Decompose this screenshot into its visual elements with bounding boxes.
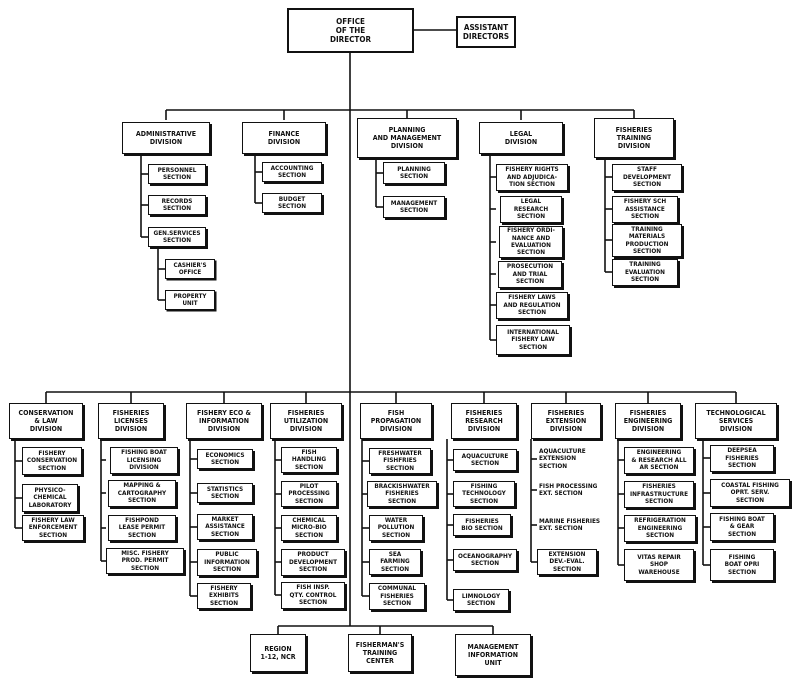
section-box: LEGAL RESEARCH SECTION	[500, 196, 562, 223]
section-box: BRACKISHWATER FISHERIES SECTION	[367, 481, 437, 507]
section-box: VITAS REPAIR SHOP WAREHOUSE	[624, 549, 694, 581]
section-box: PROSECUTION AND TRIAL SECTION	[498, 261, 562, 288]
section-box: MARINE FISHERIES EXT. SECTION	[537, 513, 617, 537]
section-box: OCEANOGRAPHY SECTION	[453, 549, 517, 571]
section-box: FISHERY LAWS AND REGULATION SECTION	[496, 292, 568, 319]
fisheries-licenses-division: FISHERIES LICENSES DIVISION	[98, 403, 164, 439]
fisheries-training-division: FISHERIES TRAINING DIVISION	[594, 118, 674, 158]
section-box: STAFF DEVELOPMENT SECTION	[612, 164, 682, 191]
section-box: FISHING BOAT & GEAR SECTION	[710, 513, 774, 541]
section-box: RECORDS SECTION	[148, 195, 206, 215]
section-box: FISHERY LAW ENFORCEMENT SECTION	[22, 515, 84, 541]
fisheries-research-division: FISHERIES RESEARCH DIVISION	[451, 403, 517, 439]
planning-management-division: PLANNING AND MANAGEMENT DIVISION	[357, 118, 457, 158]
fisheries-extension-division: FISHERIES EXTENSION DIVISION	[531, 403, 601, 439]
section-box: FRESHWATER FISHFRIES SECTION	[369, 448, 431, 474]
section-box: CASHIER'S OFFICE	[165, 259, 215, 279]
section-box: REFRIGERATION ENGINEERING SECTION	[624, 515, 696, 542]
management-information-unit-box: MANAGEMENT INFORMATION UNIT	[455, 634, 531, 676]
section-box: FISHING TECHNOLOGY SECTION	[453, 481, 515, 507]
section-box: COASTAL FISHING OPRT. SERV. SECTION	[710, 479, 790, 507]
section-box: PHYSICO- CHEMICAL LABORATORY	[22, 484, 78, 512]
fisheries-utilization-division: FISHERIES UTILIZATION DIVISION	[270, 403, 342, 439]
section-box: FISHPOND LEASE PERMIT SECTION	[108, 515, 176, 541]
section-box: MANAGEMENT SECTION	[383, 196, 445, 218]
section-box: PERSONNEL SECTION	[148, 164, 206, 184]
section-box: DEEPSEA FISHERIES SECTION	[710, 445, 774, 472]
fish-propagation-division: FISH PROPAGATION DIVISION	[360, 403, 432, 439]
section-box: LIMNOLOGY SECTION	[453, 589, 509, 611]
finance-division: FINANCE DIVISION	[242, 122, 326, 154]
section-box: CHEMICAL MICRO-BIO SECTION	[281, 515, 337, 541]
section-box: BUDGET SECTION	[262, 193, 322, 213]
section-box: FISHERY RIGHTS AND ADJUDICA- TION SECTIO…	[496, 164, 568, 191]
director-office-box: OFFICE OF THE DIRECTOR	[287, 8, 414, 53]
fishermans-training-center-box: FISHERMAN'S TRAINING CENTER	[348, 634, 412, 672]
fisheries-engineering-division: FISHERIES ENGINEERING DIVISION	[615, 403, 681, 439]
section-box: PILOT PROCESSING SECTION	[281, 481, 337, 507]
section-box: FISHERIES BIO SECTION	[453, 514, 511, 536]
section-box: FISHERIES INFRASTRUCTURE SECTION	[624, 481, 694, 508]
section-box: ECONOMICS SECTION	[197, 449, 253, 469]
section-box: FISHERY SCH ASSISTANCE SECTION	[612, 196, 678, 223]
section-box: FISHERY ORDI- NANCE AND EVALUATION SECTI…	[499, 226, 563, 258]
section-box: MISC. FISHERY PROD. PERMIT SECTION	[106, 548, 184, 574]
section-box: FISHING BOAT LICENSING DIVISION	[110, 447, 178, 474]
assistant-directors-box: ASSISTANT DIRECTORS	[456, 16, 516, 48]
section-box: PUBLIC INFORMATION SECTION	[197, 549, 257, 576]
section-box: WATER POLLUTION SECTION	[369, 515, 423, 541]
administrative-division: ADMINISTRATIVE DIVISION	[122, 122, 210, 154]
section-box: PRODUCT DEVELOPMENT SECTION	[281, 549, 345, 576]
section-box: ACCOUNTING SECTION	[262, 162, 322, 182]
section-box: MARKET ASSISTANCE SECTION	[197, 514, 253, 540]
section-box: FISHING BOAT OPRI SECTION	[710, 549, 774, 581]
region-box: REGION 1-12, NCR	[250, 634, 306, 672]
fishery-eco-information-division: FISHERY ECO & INFORMATION DIVISION	[186, 403, 262, 439]
section-box: TRAINING MATERIALS PRODUCTION SECTION	[612, 224, 682, 257]
section-box: FISH INSP. QTY. CONTROL SECTION	[281, 582, 345, 609]
section-box: AQUACULTURE EXTENSION SECTION	[537, 445, 613, 473]
section-box: PROPERTY UNIT	[165, 290, 215, 310]
section-box: STATISTICS SECTION	[197, 483, 253, 503]
section-box: PLANNING SECTION	[383, 162, 445, 184]
legal-division: LEGAL DIVISION	[479, 122, 563, 154]
technological-services-division: TECHNOLOGICAL SERVICES DIVISION	[695, 403, 777, 439]
section-box: FISHERY EXHIBITS SECTION	[197, 583, 251, 609]
section-box: FISH HANDLING SECTION	[281, 447, 337, 473]
section-box: TRAINING EVALUATION SECTION	[612, 259, 678, 286]
section-box: GEN.SERVICES SECTION	[148, 227, 206, 247]
section-box: EXTENSION DEV.-EVAL. SECTION	[537, 549, 597, 575]
conservation-law-division: CONSERVATION & LAW DIVISION	[9, 403, 83, 439]
section-box: ENGINEERING & RESEARCH ALL AR SECTION	[624, 447, 694, 474]
section-box: COMMUNAL FISHERIES SECTION	[369, 583, 425, 610]
section-box: AQUACULTURE SECTION	[453, 449, 517, 471]
section-box: FISHERY CONSERVATION SECTION	[22, 447, 82, 475]
section-box: FISH PROCESSING EXT. SECTION	[537, 481, 615, 499]
section-box: INTERNATIONAL FISHERY LAW SECTION	[496, 325, 570, 355]
section-box: MAPPING & CARTOGRAPHY SECTION	[108, 480, 176, 507]
section-box: SEA FARMING SECTION	[369, 549, 421, 575]
